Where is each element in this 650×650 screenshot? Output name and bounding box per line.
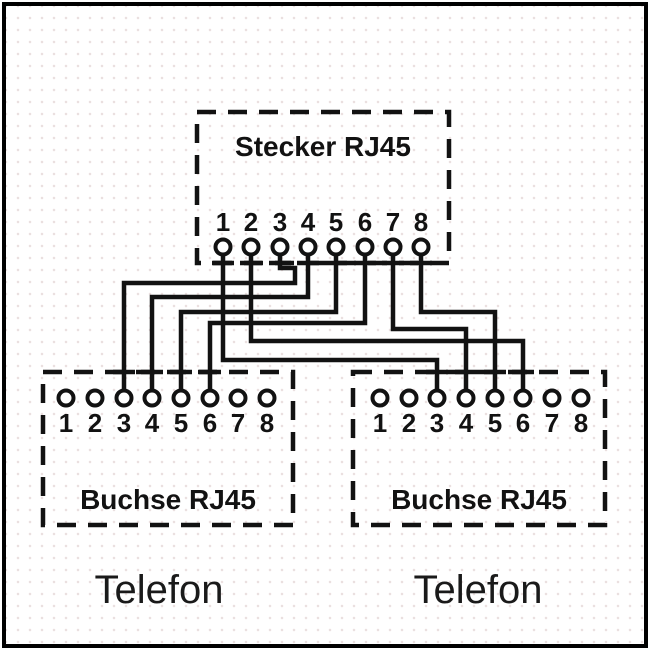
left-pin-7-contact	[228, 388, 248, 408]
right-pin-2-label: 2	[402, 408, 416, 438]
wire-plug6-left6	[207, 254, 368, 390]
right-pin-1-label: 1	[373, 408, 387, 438]
right-pin-5-label: 5	[488, 408, 502, 438]
left-pin-8-label: 8	[260, 408, 274, 438]
wire-plug1-right3	[220, 254, 440, 390]
left-pin-5-label: 5	[174, 408, 188, 438]
plug-pin-5-contact	[326, 237, 346, 257]
wire-plug8-right5	[418, 254, 498, 390]
right-pin-7-contact	[542, 388, 562, 408]
right-pin-8-label: 8	[574, 408, 588, 438]
left-pin-1-label: 1	[59, 408, 73, 438]
plug-pin-3-label: 3	[273, 207, 287, 237]
right-pin-3-contact	[427, 388, 447, 408]
right-socket-title: Buchse RJ45	[391, 484, 567, 515]
plug-pin-4-label: 4	[301, 207, 316, 237]
right-pin-6-label: 6	[516, 408, 530, 438]
wire-plug5-left5	[178, 254, 339, 390]
wire-layer	[121, 254, 526, 390]
wire-plug7-right4	[390, 254, 469, 390]
plug-pin-8-contact	[411, 237, 431, 257]
right-pin-3-label: 3	[430, 408, 444, 438]
left-socket-title: Buchse RJ45	[80, 484, 256, 515]
plug-pin-1-label: 1	[216, 207, 230, 237]
plug-pin-7-contact	[383, 237, 403, 257]
left-pin-4-contact	[142, 388, 162, 408]
right-pin-8-contact	[571, 388, 591, 408]
left-pin-6-label: 6	[203, 408, 217, 438]
plug-pin-5-label: 5	[329, 207, 343, 237]
right-pin-2-contact	[399, 388, 419, 408]
left-pin-8-contact	[257, 388, 277, 408]
plug-pin-4-contact	[298, 237, 318, 257]
left-pin-3-label: 3	[117, 408, 131, 438]
plug-box	[194, 109, 452, 266]
left-pin-2-contact	[85, 388, 105, 408]
plug-pin-3-contact	[270, 237, 290, 257]
wire-plug4-left4	[149, 254, 311, 390]
right-pin-5-contact	[485, 388, 505, 408]
right-pin-1-contact	[370, 388, 390, 408]
left-pin-1-contact	[56, 388, 76, 408]
plug-pin-6-contact	[355, 237, 375, 257]
left-telefon-caption: Telefon	[95, 568, 224, 612]
right-pin-4-label: 4	[459, 408, 474, 438]
right-pin-4-contact	[456, 388, 476, 408]
plug-pin-6-label: 6	[358, 207, 372, 237]
plug-title: Stecker RJ45	[235, 131, 411, 162]
right-pin-7-label: 7	[545, 408, 559, 438]
right-telefon-caption: Telefon	[414, 568, 543, 612]
left-pin-4-label: 4	[145, 408, 160, 438]
left-pin-3-contact	[114, 388, 134, 408]
plug-pin-8-label: 8	[414, 207, 428, 237]
left-pin-7-label: 7	[231, 408, 245, 438]
plug-pin-1-contact	[213, 237, 233, 257]
right-socket-box	[350, 369, 608, 528]
left-socket-box	[40, 369, 296, 528]
plug-pin-2-contact	[241, 237, 261, 257]
left-pin-6-contact	[200, 388, 220, 408]
wire-plug3-left3	[121, 254, 298, 390]
plug-pin-7-label: 7	[386, 207, 400, 237]
left-pin-2-label: 2	[88, 408, 102, 438]
plug-pin-2-label: 2	[244, 207, 258, 237]
right-pin-6-contact	[513, 388, 533, 408]
left-pin-5-contact	[171, 388, 191, 408]
